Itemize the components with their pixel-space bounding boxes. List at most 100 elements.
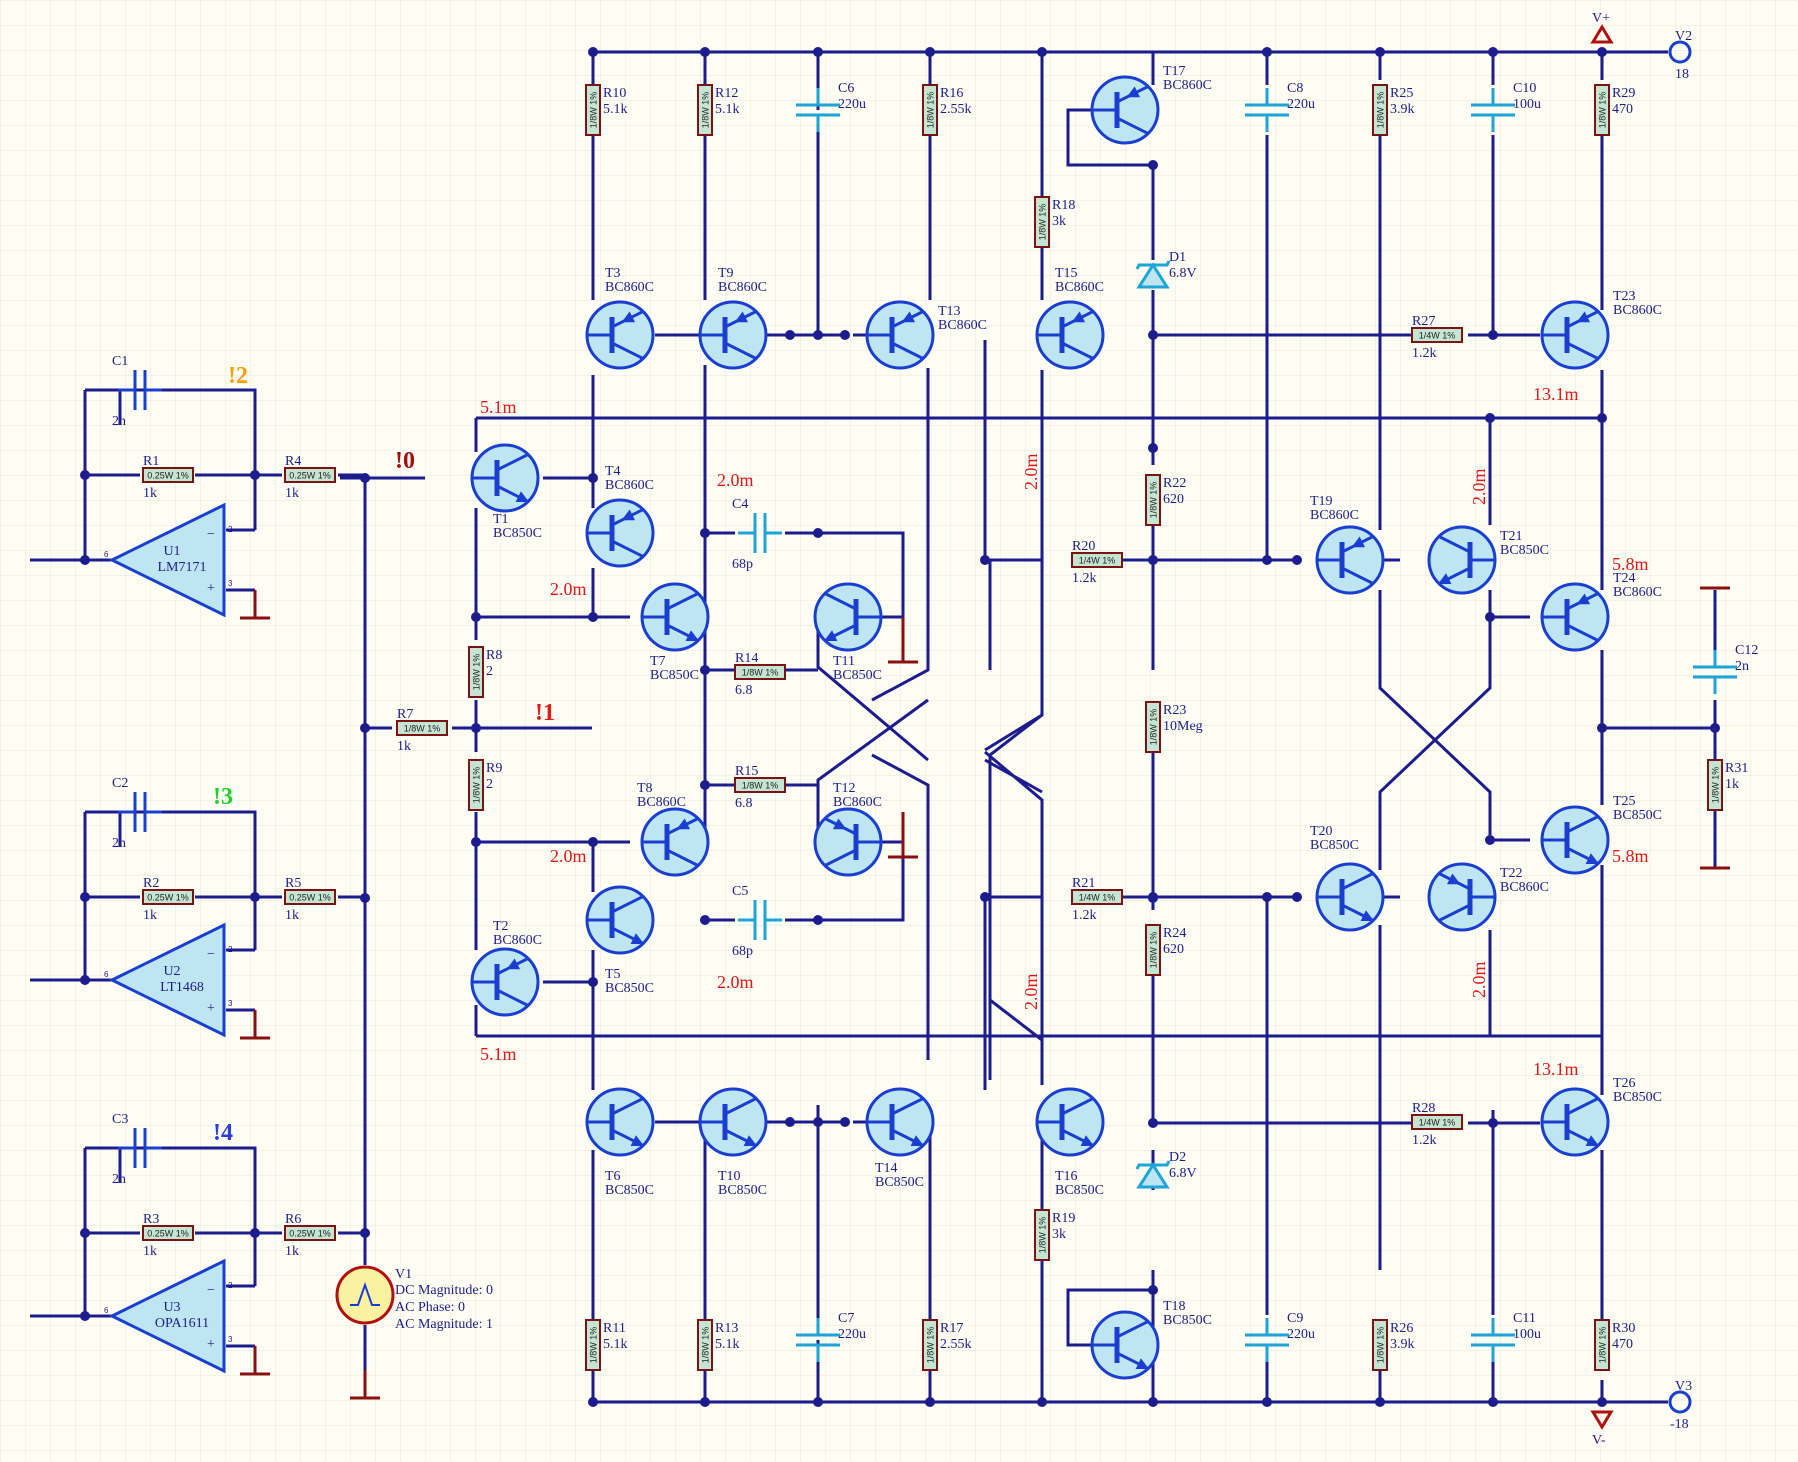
transistor-part: BC860C	[493, 933, 542, 948]
junction-dot	[360, 473, 370, 483]
junction-dot	[813, 47, 823, 57]
rail-symbol-vminus[interactable]: V-	[1590, 1410, 1614, 1448]
resistor-r9[interactable]: 1/8W 1%R92	[468, 759, 502, 811]
resistor-ref: R7	[397, 707, 413, 722]
diode-value: 6.8V	[1169, 266, 1197, 281]
emitter-arrow	[685, 630, 699, 641]
diode-d2[interactable]: D26.8V	[1135, 1150, 1197, 1189]
probe-label-0: !0	[395, 448, 415, 474]
resistor-body	[1071, 552, 1123, 568]
junction-dot	[471, 723, 481, 733]
resistor-body	[1034, 1209, 1050, 1261]
current-measurement: 5.1m	[480, 397, 517, 417]
rail-symbol-vplus[interactable]: V+	[1590, 11, 1614, 44]
opamp-ref: U3	[163, 1300, 180, 1315]
junction-dot	[700, 528, 710, 538]
resistor-body	[284, 1225, 336, 1241]
resistor-r8[interactable]: 1/8W 1%R82	[468, 646, 502, 698]
port-v3[interactable]: V3-18	[1668, 1379, 1692, 1432]
transistor-ref: T18	[1163, 1299, 1186, 1314]
resistor-value: 1k	[143, 486, 157, 501]
emitter-arrow	[1351, 536, 1366, 548]
transistor-ref: T20	[1310, 824, 1333, 839]
resistor-ref: R3	[143, 1212, 159, 1227]
diode-d1[interactable]: D16.8V	[1135, 250, 1197, 289]
resistor-ref: R8	[486, 648, 502, 663]
transistor-part: BC850C	[605, 981, 654, 996]
